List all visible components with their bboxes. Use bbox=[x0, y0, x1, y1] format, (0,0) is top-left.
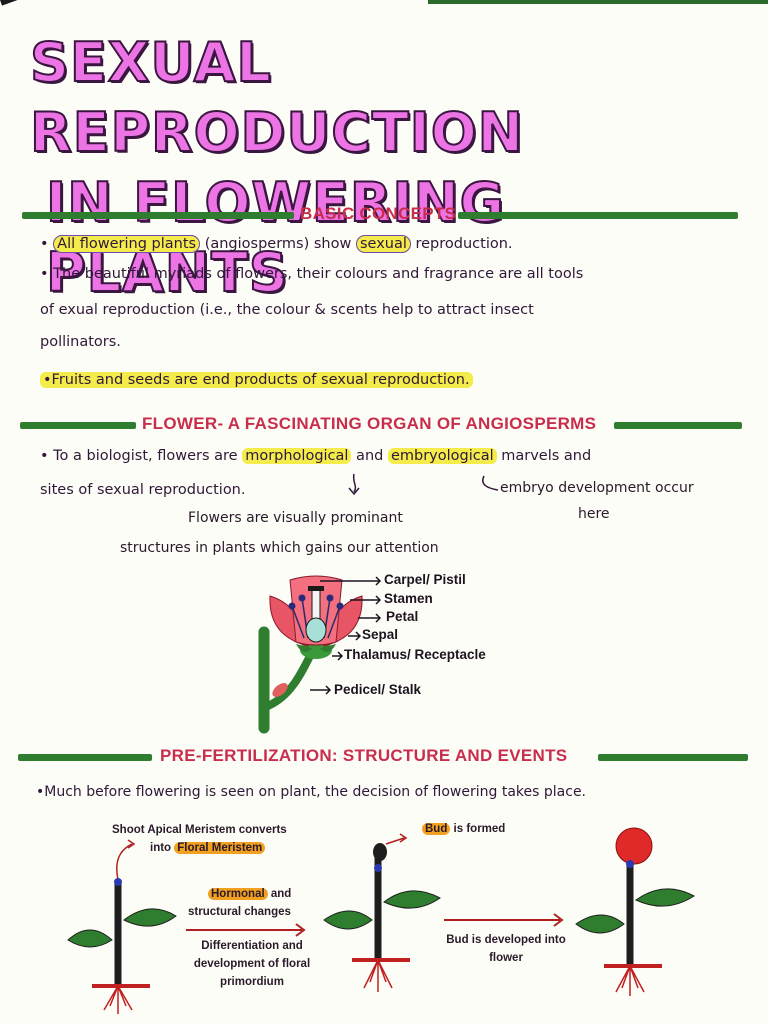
stamen bbox=[327, 605, 341, 639]
highlight: sexual bbox=[355, 235, 411, 253]
label-carpel: Carpel/ Pistil bbox=[384, 572, 466, 587]
arrow bbox=[444, 913, 564, 927]
note-sam-line-1: Shoot Apical Meristem converts bbox=[112, 824, 287, 836]
basic-point-2-line-1: • The beautiful myriads of flowers, thei… bbox=[40, 266, 584, 282]
flowering-stages-diagram bbox=[67, 827, 695, 1014]
note-prominent-line-2: structures in plants which gains our att… bbox=[120, 540, 439, 556]
note-hormonal-line-2: structural changes bbox=[188, 906, 291, 918]
label-arrows bbox=[310, 576, 382, 695]
flower-line-2: sites of sexual reproduction. bbox=[40, 482, 246, 498]
note-bud: Bud is formed bbox=[422, 821, 505, 837]
arrow bbox=[186, 923, 306, 937]
highlight: embryological bbox=[387, 448, 497, 464]
sepal bbox=[296, 644, 312, 653]
label-stamen: Stamen bbox=[384, 591, 433, 606]
plant-stage-1 bbox=[67, 839, 177, 1014]
basic-point-2-line-3: pollinators. bbox=[40, 334, 121, 350]
bud bbox=[272, 683, 288, 697]
corner-stroke bbox=[0, 0, 23, 6]
title-line-1: SEXUAL REPRODUCTION bbox=[29, 30, 524, 165]
label-sepal: Sepal bbox=[362, 627, 399, 642]
sepal bbox=[320, 644, 336, 653]
basic-point-1: • All flowering plants (angiosperms) sho… bbox=[40, 235, 513, 253]
note-developed-line-2: flower bbox=[489, 952, 523, 964]
section-heading: PRE-FERTILIZATION: STRUCTURE AND EVENTS bbox=[160, 746, 568, 765]
stigma bbox=[308, 586, 324, 591]
note-hormonal-line-1: Hormonal and bbox=[208, 886, 291, 902]
highlight: Floral Meristem bbox=[174, 842, 266, 854]
note-diff-line-3: primordium bbox=[220, 976, 284, 988]
flower-diagram bbox=[258, 575, 363, 734]
plant-stage-2 bbox=[323, 833, 441, 992]
note-embryo-line-2: here bbox=[578, 506, 610, 522]
anther bbox=[336, 602, 344, 610]
corner-stroke bbox=[428, 0, 768, 4]
highlight: •Fruits and seeds are end products of se… bbox=[40, 372, 473, 388]
section-header-prefert: PRE-FERTILIZATION: STRUCTURE AND EVENTS bbox=[0, 746, 768, 770]
section-heading: BASIC CONCEPTS bbox=[300, 204, 457, 223]
highlight: All flowering plants bbox=[53, 235, 201, 253]
plant-stage-3 bbox=[575, 827, 695, 996]
divider-bar bbox=[598, 754, 748, 761]
basic-point-2-line-2: of exual reproduction (i.e., the colour … bbox=[40, 302, 534, 318]
highlight: Bud bbox=[422, 823, 451, 835]
note-diff-line-2: development of floral bbox=[193, 958, 311, 970]
anther bbox=[288, 602, 296, 610]
label-thalamus: Thalamus/ Receptacle bbox=[344, 647, 486, 662]
section-header-basic: BASIC CONCEPTS bbox=[0, 204, 768, 228]
pedicel bbox=[266, 650, 316, 710]
note-prominent-line-1: Flowers are visually prominant bbox=[188, 510, 403, 526]
highlight: morphological bbox=[242, 448, 352, 464]
note-embryo-line-1: embryo development occur bbox=[500, 480, 694, 496]
divider-bar bbox=[20, 422, 136, 429]
note-developed-line-1: Bud is developed into bbox=[446, 934, 566, 946]
label-pedicel: Pedicel/ Stalk bbox=[334, 682, 422, 697]
divider-bar bbox=[614, 422, 742, 429]
ovary bbox=[305, 617, 327, 643]
flower-line-1: • To a biologist, flowers are morphologi… bbox=[40, 448, 592, 464]
anther bbox=[326, 594, 334, 602]
divider-bar bbox=[458, 212, 738, 219]
note-sam-line-2: into Floral Meristem bbox=[150, 840, 266, 856]
section-header-flower: FLOWER- A FASCINATING ORGAN OF ANGIOSPER… bbox=[0, 414, 768, 438]
prefert-line: •Much before flowering is seen on plant,… bbox=[36, 784, 587, 800]
anther bbox=[298, 594, 306, 602]
note-diff-line-1: Differentiation and bbox=[201, 940, 303, 952]
annotation-arrows bbox=[348, 473, 499, 496]
divider-bar bbox=[22, 212, 294, 219]
basic-point-3: •Fruits and seeds are end products of se… bbox=[40, 372, 473, 388]
section-heading: FLOWER- A FASCINATING ORGAN OF ANGIOSPER… bbox=[142, 414, 597, 433]
divider-bar bbox=[18, 754, 152, 761]
label-petal: Petal bbox=[386, 609, 419, 624]
highlight: Hormonal bbox=[208, 888, 268, 900]
